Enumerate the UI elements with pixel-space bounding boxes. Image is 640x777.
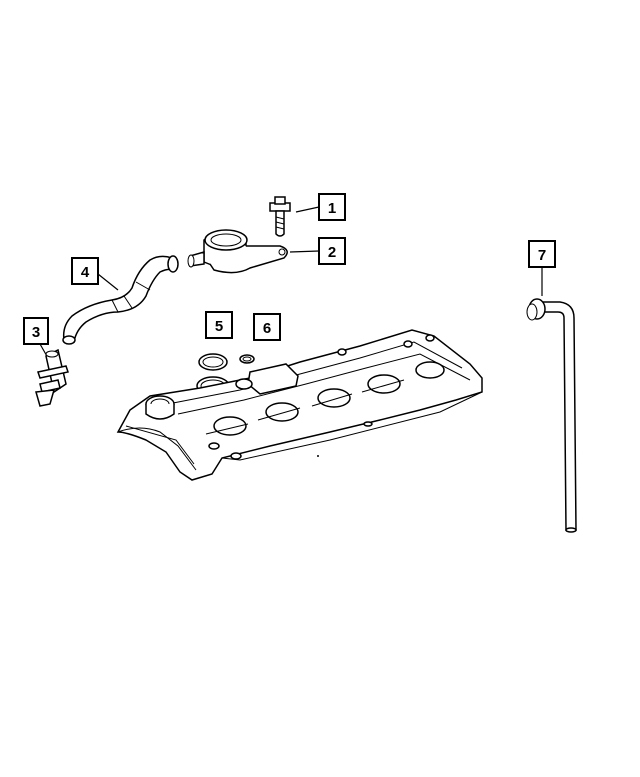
callout-7-label: 7 bbox=[538, 247, 546, 264]
breather-valve-part[interactable] bbox=[187, 229, 288, 274]
breather-hose-part[interactable] bbox=[62, 255, 179, 345]
valve-cover-part[interactable] bbox=[116, 329, 483, 481]
dot-mark bbox=[317, 455, 319, 457]
callout-6[interactable]: 6 bbox=[253, 313, 281, 341]
callout-4[interactable]: 4 bbox=[71, 257, 99, 285]
callout-3[interactable]: 3 bbox=[23, 317, 49, 345]
callout-2-label: 2 bbox=[328, 244, 336, 261]
leader-2 bbox=[289, 250, 320, 253]
vent-tube-part[interactable] bbox=[526, 298, 577, 533]
bolt-part[interactable] bbox=[269, 196, 291, 237]
callout-1-label: 1 bbox=[328, 200, 336, 217]
callout-7[interactable]: 7 bbox=[528, 240, 556, 268]
seal-ring-part[interactable] bbox=[239, 354, 255, 364]
callout-3-label: 3 bbox=[32, 324, 40, 341]
callout-6-label: 6 bbox=[263, 320, 271, 337]
callout-5[interactable]: 5 bbox=[205, 311, 233, 339]
callout-2[interactable]: 2 bbox=[318, 237, 346, 265]
callout-1[interactable]: 1 bbox=[318, 193, 346, 221]
leader-1 bbox=[295, 206, 320, 213]
leader-4 bbox=[97, 273, 119, 291]
callout-4-label: 4 bbox=[81, 264, 90, 281]
callout-5-label: 5 bbox=[215, 318, 223, 335]
connector-part[interactable] bbox=[35, 348, 69, 407]
